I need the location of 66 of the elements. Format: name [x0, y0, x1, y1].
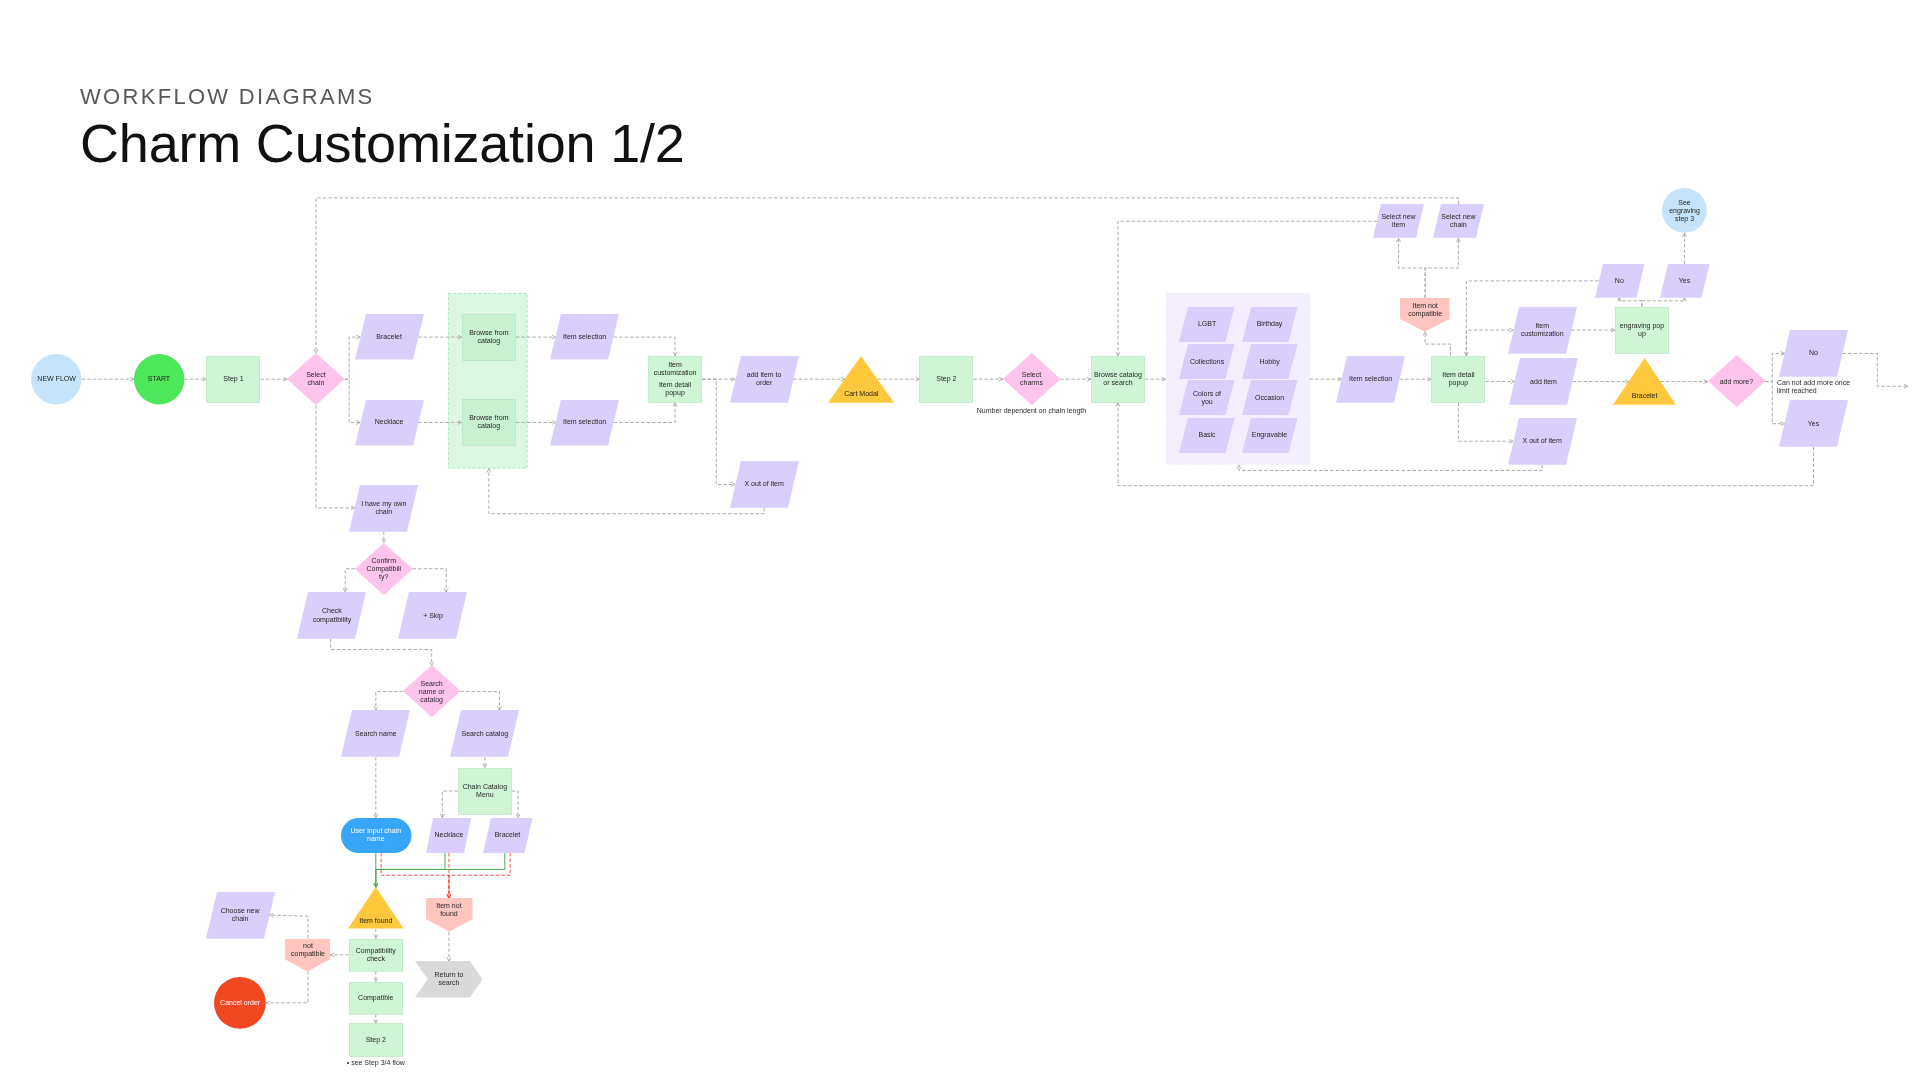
data-parallelogram	[354, 399, 424, 446]
data-parallelogram	[1179, 344, 1235, 380]
data-parallelogram	[550, 314, 620, 360]
process-box	[348, 938, 403, 972]
data-parallelogram	[729, 355, 799, 403]
data-parallelogram	[1241, 344, 1298, 380]
process-box	[648, 355, 703, 403]
data-parallelogram	[1241, 417, 1298, 453]
process-box	[348, 1023, 403, 1058]
chevron-shape	[415, 961, 483, 998]
offpage-connector	[425, 898, 473, 932]
process-box	[348, 981, 403, 1015]
data-parallelogram	[205, 891, 275, 939]
data-parallelogram	[1241, 306, 1298, 342]
terminal-pill	[340, 817, 412, 854]
data-parallelogram	[398, 592, 468, 639]
data-parallelogram	[1241, 380, 1298, 416]
data-parallelogram	[1779, 400, 1848, 448]
data-parallelogram	[1779, 330, 1848, 377]
data-parallelogram	[482, 817, 533, 854]
group-panel	[448, 293, 528, 469]
data-parallelogram	[1179, 380, 1235, 416]
circle-node	[1662, 188, 1707, 234]
data-parallelogram	[1432, 204, 1484, 239]
data-parallelogram	[426, 817, 472, 854]
data-parallelogram	[550, 399, 620, 446]
data-parallelogram	[349, 484, 419, 532]
group-panel	[1165, 293, 1310, 465]
data-parallelogram	[1659, 264, 1710, 298]
data-parallelogram	[1373, 204, 1425, 239]
data-parallelogram	[729, 461, 799, 508]
decision-diamond	[287, 353, 345, 406]
process-box	[457, 767, 512, 815]
data-parallelogram	[1594, 264, 1645, 298]
process-box	[461, 313, 516, 361]
triangle-shape	[1613, 358, 1677, 405]
data-parallelogram	[354, 314, 424, 360]
process-box	[1431, 355, 1486, 403]
data-parallelogram	[1179, 306, 1235, 342]
triangle-shape	[348, 887, 404, 929]
decision-diamond	[354, 542, 413, 595]
section-label: WORKFLOW DIAGRAMS	[80, 84, 375, 110]
process-box	[1090, 355, 1145, 403]
data-parallelogram	[450, 710, 520, 758]
data-parallelogram	[1509, 358, 1579, 405]
triangle-shape	[828, 355, 895, 403]
page-title: Charm Customization 1/2	[80, 112, 685, 175]
circle-node	[214, 976, 267, 1029]
data-parallelogram	[341, 710, 411, 758]
arrow	[373, 852, 506, 888]
offpage-connector	[1400, 297, 1450, 332]
data-parallelogram	[1336, 355, 1406, 403]
data-parallelogram	[1507, 417, 1577, 465]
data-parallelogram	[1507, 306, 1577, 354]
data-parallelogram	[1179, 417, 1235, 453]
offpage-connector	[285, 938, 331, 972]
process-box	[461, 399, 516, 446]
circle-node	[133, 354, 185, 405]
decision-diamond	[1707, 355, 1766, 408]
decision-diamond	[1002, 353, 1061, 406]
process-box	[1614, 306, 1669, 354]
data-parallelogram	[297, 592, 367, 639]
process-box	[206, 355, 261, 403]
process-box	[919, 355, 974, 403]
decision-diamond	[402, 665, 461, 718]
circle-node	[31, 354, 82, 405]
